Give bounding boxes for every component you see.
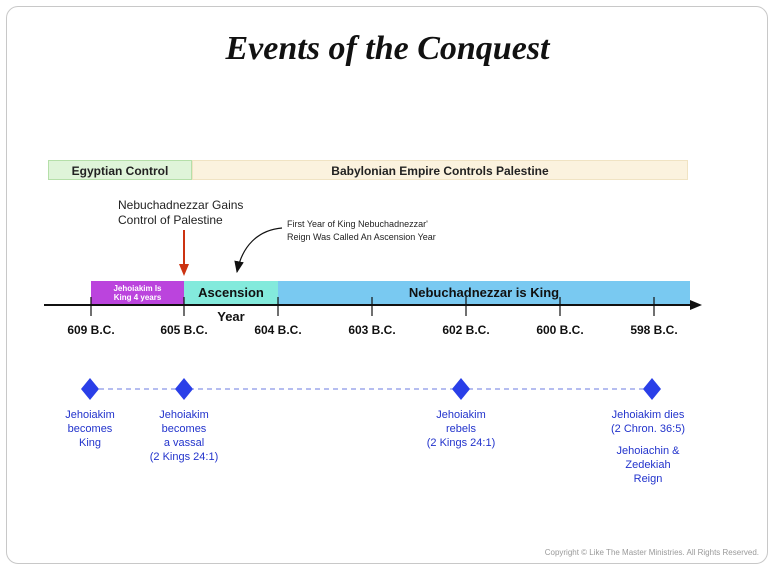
jehoiakim-king-segment: Jehoiakim Is King 4 years <box>91 281 184 305</box>
event-text-line: Zedekiah <box>625 459 671 471</box>
year-label-603: 603 B.C. <box>348 323 396 337</box>
babylonian-control-band: Babylonian Empire Controls Palestine <box>192 160 688 180</box>
event-jehoiakim-becomes-king: Jehoiakim becomes King <box>25 408 155 450</box>
event-text-line: (2 Kings 24:1) <box>426 437 496 449</box>
event-text-line: rebels <box>446 423 476 435</box>
event-text-line: becomes <box>161 423 207 435</box>
event-text-line: Jehoiakim <box>65 409 115 421</box>
gains-control-line-1: Nebuchadnezzar Gains <box>118 198 244 212</box>
ascension-note-line-1: First Year of King Nebuchadnezzar' <box>287 219 428 229</box>
jehoiakim-segment-line-2: King 4 years <box>113 293 162 302</box>
event-diamond-609 <box>81 378 99 400</box>
event-diamond-602 <box>452 378 470 400</box>
gains-control-arrow-head <box>179 264 189 276</box>
year-label-605: 605 B.C. <box>160 323 208 337</box>
event-jehoiakim-vassal: Jehoiakim becomes a vassal (2 Kings 24:1… <box>119 408 249 464</box>
jehoiakim-segment-line-1: Jehoiakim Is <box>113 284 162 293</box>
copyright-notice: Copyright © Like The Master Ministries. … <box>544 548 759 557</box>
event-text-line: (2 Chron. 36:5) <box>611 423 685 435</box>
event-jehoiakim-rebels: Jehoiakim rebels (2 Kings 24:1) <box>396 408 526 450</box>
ascension-note-line-2: Reign Was Called An Ascension Year <box>287 232 436 242</box>
year-label-604: 604 B.C. <box>254 323 302 337</box>
gains-control-line-2: Control of Palestine <box>118 213 223 227</box>
gains-control-annotation: Nebuchadnezzar Gains Control of Palestin… <box>118 198 258 228</box>
year-label-598: 598 B.C. <box>630 323 678 337</box>
event-diamond-605 <box>175 378 193 400</box>
event-gap <box>583 436 713 444</box>
event-text-line: Jehoiakim <box>436 409 486 421</box>
event-text-line: (2 Kings 24:1) <box>149 451 219 463</box>
event-text-line: Jehoiakim <box>159 409 209 421</box>
event-diamond-598 <box>643 378 661 400</box>
ascension-year-segment: Ascension Year <box>184 281 278 324</box>
event-text-line: Jehoiachin & <box>616 445 680 457</box>
timeline-arrow-head <box>690 300 702 310</box>
egyptian-control-band: Egyptian Control <box>48 160 192 180</box>
ascension-year-annotation: First Year of King Nebuchadnezzar' Reign… <box>287 218 487 244</box>
page-title: Events of the Conquest <box>225 30 550 67</box>
year-label-609: 609 B.C. <box>67 323 115 337</box>
event-text-line: King <box>78 437 102 449</box>
event-text-line: a vassal <box>163 437 205 449</box>
year-label-600: 600 B.C. <box>536 323 584 337</box>
ascension-curved-arrow <box>234 227 283 274</box>
event-text-line: Reign <box>633 473 663 485</box>
nebuchadnezzar-king-segment: Nebuchadnezzar is King <box>278 281 690 305</box>
year-label-602: 602 B.C. <box>442 323 490 337</box>
event-text-line: becomes <box>67 423 113 435</box>
event-jehoiakim-dies: Jehoiakim dies (2 Chron. 36:5) Jehoiachi… <box>583 408 713 486</box>
event-text-line: Jehoiakim dies <box>611 409 685 421</box>
